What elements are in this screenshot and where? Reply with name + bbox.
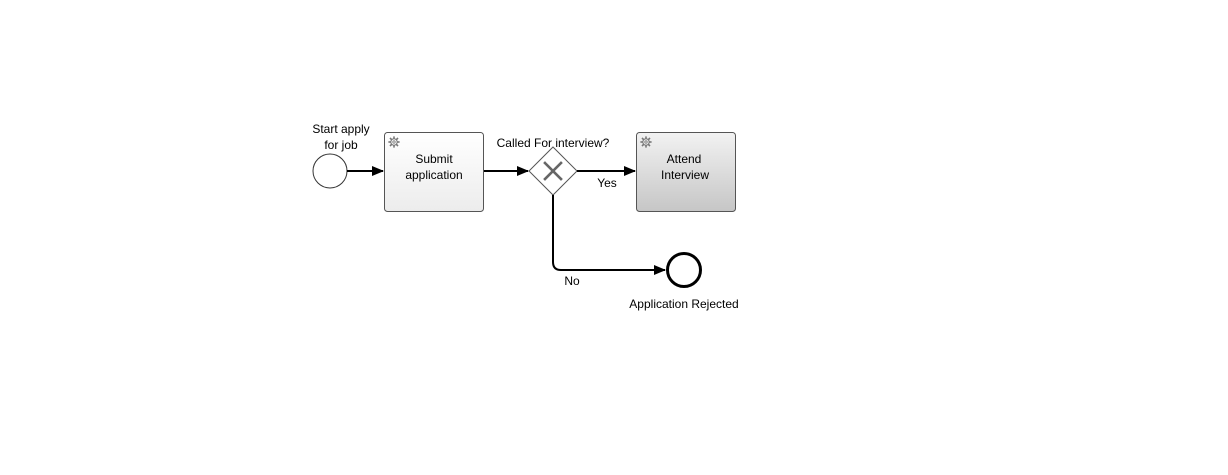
- flow-no-label: No: [564, 274, 580, 288]
- end-event-label: Application Rejected: [629, 297, 738, 311]
- x-icon: [543, 161, 563, 181]
- start-event-label-line1: Start apply: [312, 122, 369, 136]
- gateway-label: Called For interview?: [497, 136, 610, 150]
- start-event[interactable]: [312, 153, 348, 189]
- task-interview-label-line1: Attend: [667, 152, 702, 166]
- task-submit-application[interactable]: Submit application: [384, 132, 484, 212]
- end-event[interactable]: [666, 252, 702, 288]
- start-event-label-line2: for job: [324, 138, 358, 152]
- exclusive-gateway[interactable]: [528, 146, 578, 196]
- task-attend-interview[interactable]: Attend Interview: [636, 132, 736, 212]
- sequence-flow-no[interactable]: [552, 195, 666, 275]
- task-submit-label-line1: Submit: [415, 152, 453, 166]
- task-submit-label-line2: application: [405, 168, 462, 182]
- flow-yes-label: Yes: [597, 176, 617, 190]
- task-interview-label-line2: Interview: [661, 168, 709, 182]
